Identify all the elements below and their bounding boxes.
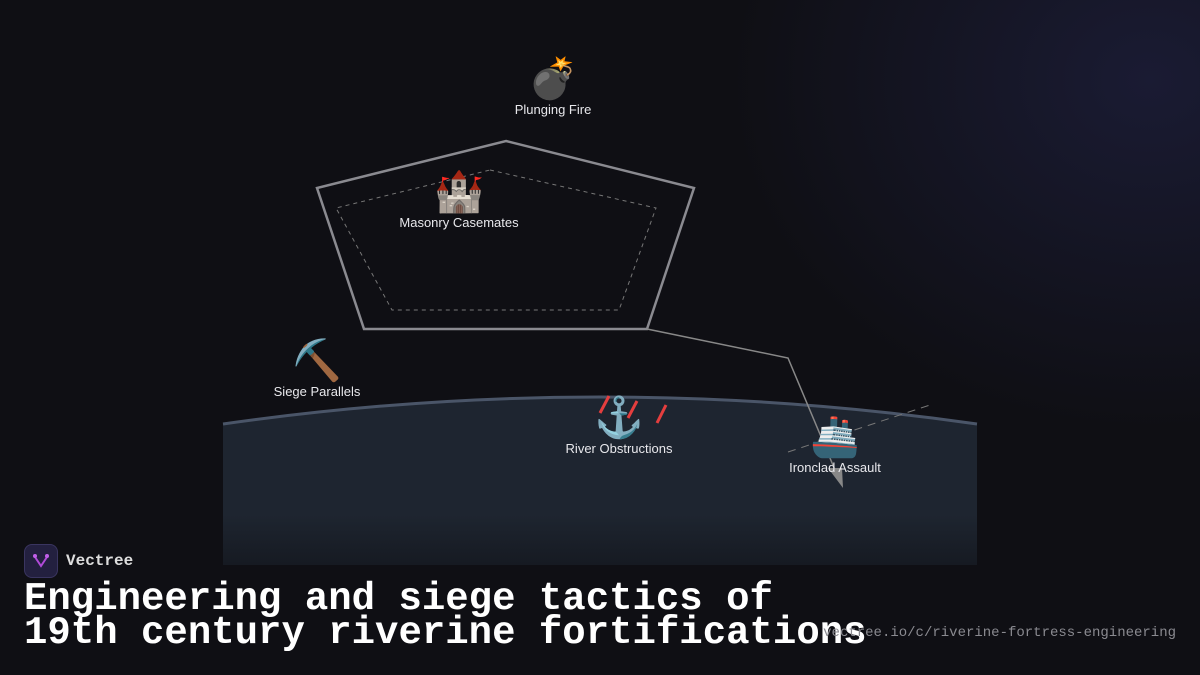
pick-icon: ⛏️ xyxy=(292,339,342,383)
bomb-icon: 💣 xyxy=(528,57,578,101)
node-masonry-casemates[interactable]: 🏰Masonry Casemates xyxy=(399,169,518,230)
title-line-2: 19th century riverine fortifications xyxy=(24,611,867,655)
node-plunging-fire[interactable]: 💣Plunging Fire xyxy=(515,56,592,117)
arrow-head xyxy=(828,468,843,488)
vectree-logo-icon xyxy=(24,544,58,578)
fort-outer-wall xyxy=(315,139,696,331)
node-ironclad-assault[interactable]: 🚢Ironclad Assault xyxy=(789,414,881,475)
node-siege-parallels[interactable]: ⛏️Siege Parallels xyxy=(274,338,361,399)
ship-path-line xyxy=(787,404,931,453)
river-bank xyxy=(222,395,978,426)
fort-inner-wall xyxy=(335,169,657,311)
brand: Vectree xyxy=(24,544,133,578)
brand-name: Vectree xyxy=(66,552,134,570)
node-label: Masonry Casemates xyxy=(399,215,519,230)
title-line-1: Engineering and siege tactics of xyxy=(24,577,773,621)
castle-icon: 🏰 xyxy=(434,170,484,214)
source-url[interactable]: vectree.io/c/riverine-fortress-engineeri… xyxy=(823,625,1176,641)
obstruction-marks xyxy=(598,395,668,424)
node-label: River Obstructions xyxy=(565,441,673,456)
node-label: Siege Parallels xyxy=(273,384,361,399)
ship-icon: 🚢 xyxy=(810,415,860,459)
approach-line xyxy=(646,328,836,471)
node-label: Plunging Fire xyxy=(514,102,592,117)
river xyxy=(223,397,977,565)
anchor-icon: ⚓ xyxy=(594,396,644,440)
node-label: Ironclad Assault xyxy=(789,460,881,475)
node-river-obstructions[interactable]: ⚓River Obstructions xyxy=(566,395,673,456)
